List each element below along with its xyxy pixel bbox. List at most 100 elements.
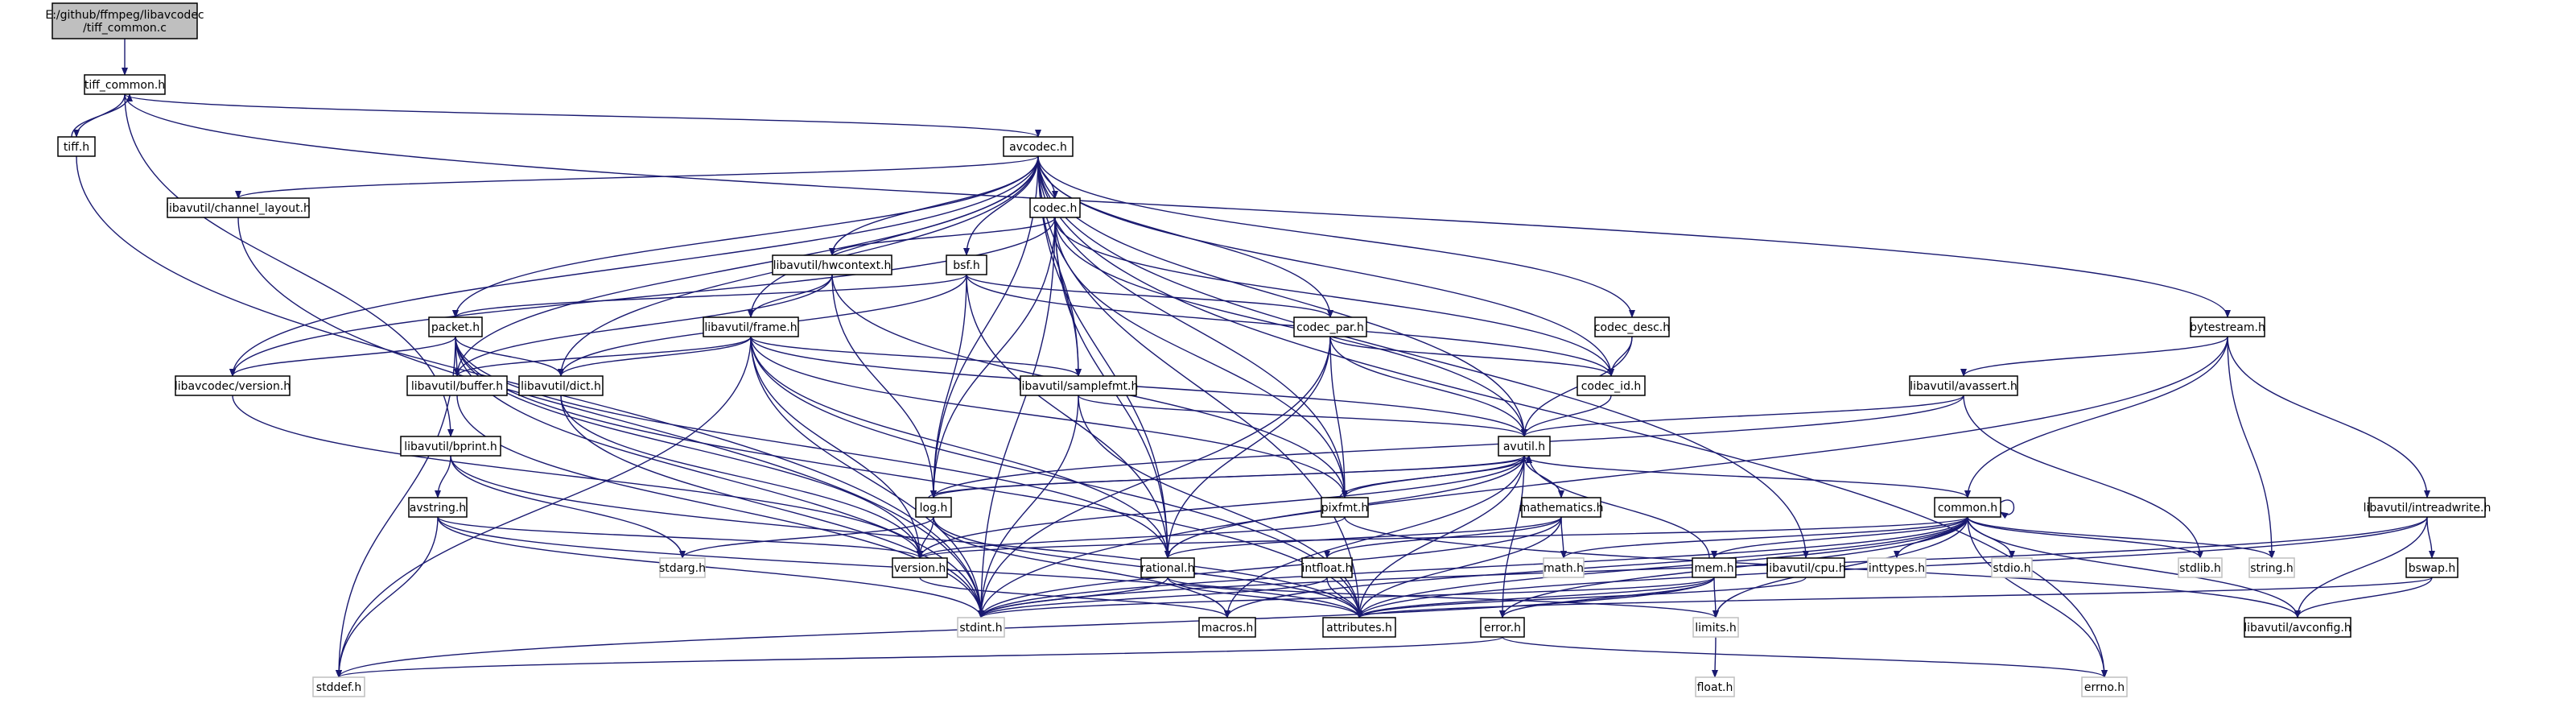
node-box — [1543, 557, 1585, 578]
graph-node-intfloat[interactable]: intfloat.h — [1301, 557, 1353, 578]
edge-avutil-to-version — [917, 455, 1525, 559]
node-box — [57, 136, 96, 157]
edge-tiff-common-to-bytestream — [124, 93, 2231, 318]
graph-node-frame[interactable]: libavutil/frame.h — [703, 316, 799, 337]
node-box — [1594, 316, 1670, 337]
edge-rational-to-limits — [1167, 577, 1719, 618]
graph-node-packet[interactable]: packet.h — [428, 316, 483, 337]
graph-node-codec[interactable]: codec.h — [1029, 197, 1081, 218]
node-label: codec_desc.h — [1594, 321, 1670, 334]
graph-node-rational[interactable]: rational.h — [1140, 557, 1195, 578]
edge-codec-par-to-avutil — [1329, 336, 1527, 437]
node-label: errno.h — [2084, 681, 2125, 694]
graph-node-codec-id[interactable]: codec_id.h — [1577, 375, 1646, 396]
graph-node-mathematics[interactable]: mathematics.h — [1519, 497, 1604, 518]
graph-node-pixfmt[interactable]: pixfmt.h — [1321, 497, 1369, 518]
node-label: stdint.h — [959, 622, 1002, 635]
edge-bsf-to-codec-id — [966, 274, 1614, 377]
edge-bsf-to-rational — [966, 274, 1171, 559]
edge-common-to-attributes — [1356, 516, 1968, 618]
graph-node-channel-layout[interactable]: libavutil/channel_layout.h — [166, 197, 311, 218]
graph-node-hwcontext[interactable]: libavutil/hwcontext.h — [772, 254, 892, 275]
node-box — [1692, 617, 1739, 638]
node-label: libavutil/dict.h — [521, 380, 601, 393]
graph-node-macros[interactable]: macros.h — [1198, 617, 1256, 638]
edge-bprint-to-avstring — [435, 455, 451, 498]
graph-node-cpu[interactable]: libavutil/cpu.h — [1766, 557, 1846, 578]
edge-cpu-to-attributes — [1356, 577, 1807, 618]
node-label: libavutil/avconfig.h — [2244, 622, 2351, 635]
graph-node-samplefmt[interactable]: libavutil/samplefmt.h — [1019, 375, 1139, 396]
node-box — [1480, 617, 1525, 638]
graph-node-avstring[interactable]: avstring.h — [408, 497, 468, 518]
graph-node-avc-version[interactable]: libavcodec/version.h — [175, 375, 291, 396]
node-label: libavutil/cpu.h — [1766, 562, 1845, 575]
node-box — [406, 375, 508, 396]
edge-avcodec-to-avc-version — [229, 155, 1039, 377]
node-label: pixfmt.h — [1321, 502, 1368, 515]
graph-node-bytestream[interactable]: bytestream.h — [2190, 316, 2265, 337]
graph-node-avassert[interactable]: libavutil/avassert.h — [1909, 375, 2018, 396]
node-label: avcodec.h — [1009, 141, 1067, 154]
graph-node-dict[interactable]: libavutil/dict.h — [518, 375, 604, 396]
edge-codec-id-to-avutil — [1521, 395, 1612, 437]
node-box — [408, 497, 468, 518]
graph-node-intreadwrite[interactable]: libavutil/intreadwrite.h — [2364, 497, 2492, 518]
edge-avutil-to-common — [1523, 455, 1971, 498]
graph-node-string: string.h — [2248, 557, 2295, 578]
node-box — [167, 197, 310, 218]
edge-bytestream-to-common — [1964, 336, 2228, 498]
node-label: float.h — [1697, 681, 1733, 694]
edge-codec-to-hwcontext — [829, 217, 1056, 256]
node-box — [1577, 375, 1646, 396]
edge-error-to-errno — [1502, 636, 2108, 678]
edge-mem-to-stddef — [336, 577, 1715, 678]
node-box — [1934, 497, 2001, 518]
edge-pixfmt-to-version — [917, 516, 1346, 559]
edge-packet-to-dict — [455, 336, 564, 377]
graph-node-bswap[interactable]: bswap.h — [2405, 557, 2459, 578]
node-label: mathematics.h — [1519, 502, 1603, 515]
graph-node-codec-par[interactable]: codec_par.h — [1293, 316, 1367, 337]
edge-error-to-stddef — [336, 636, 1503, 678]
edge-frame-to-pixfmt — [750, 336, 1348, 498]
edge-channel-layout-to-stdint — [237, 217, 984, 618]
node-label: libavutil/buffer.h — [411, 380, 503, 393]
graph-node-buffer[interactable]: libavutil/buffer.h — [406, 375, 508, 396]
edge-hwcontext-to-frame — [748, 274, 833, 318]
edge-avassert-to-stdlib — [1963, 395, 2203, 559]
graph-node-error[interactable]: error.h — [1480, 617, 1525, 638]
node-label: avstring.h — [410, 502, 466, 515]
graph-node-root[interactable]: E:/github/ffmpeg/libavcodec/tiff_common.… — [45, 2, 204, 39]
node-label: common.h — [1938, 502, 1997, 515]
graph-node-avutil[interactable]: avutil.h — [1498, 436, 1551, 457]
graph-node-common[interactable]: common.h — [1934, 497, 2001, 518]
graph-node-bprint[interactable]: libavutil/bprint.h — [400, 436, 501, 457]
edge-mathematics-to-rational — [1164, 516, 1562, 559]
node-label: limits.h — [1695, 622, 1736, 635]
graph-node-limits: limits.h — [1692, 617, 1739, 638]
edge-common-to-stdlib — [1967, 516, 2203, 559]
graph-node-tiff-common[interactable]: tiff_common.h — [84, 74, 166, 95]
node-box — [175, 375, 291, 396]
graph-node-avcodec[interactable]: avcodec.h — [1003, 136, 1074, 157]
node-box — [1003, 136, 1074, 157]
graph-node-codec-desc[interactable]: codec_desc.h — [1594, 316, 1670, 337]
graph-node-bsf[interactable]: bsf.h — [946, 254, 987, 275]
node-box — [1321, 497, 1369, 518]
graph-node-avconfig[interactable]: libavutil/avconfig.h — [2244, 617, 2351, 638]
graph-node-attributes[interactable]: attributes.h — [1322, 617, 1396, 638]
graph-node-tiff[interactable]: tiff.h — [57, 136, 96, 157]
node-label: libavcodec/version.h — [175, 380, 291, 393]
node-box — [915, 497, 952, 518]
graph-node-mem[interactable]: mem.h — [1692, 557, 1737, 578]
edge-samplefmt-to-avutil — [1078, 395, 1527, 437]
node-box — [2190, 316, 2265, 337]
edge-intreadwrite-to-bswap — [2426, 516, 2435, 559]
edge-avcodec-to-attributes — [1037, 155, 1362, 618]
node-label: E:/github/ffmpeg/libavcodec — [45, 9, 204, 22]
edge-bytestream-to-stdint — [978, 336, 2228, 618]
graph-node-log[interactable]: log.h — [915, 497, 952, 518]
edge-avassert-to-log — [930, 395, 1964, 498]
graph-node-version[interactable]: version.h — [892, 557, 948, 578]
